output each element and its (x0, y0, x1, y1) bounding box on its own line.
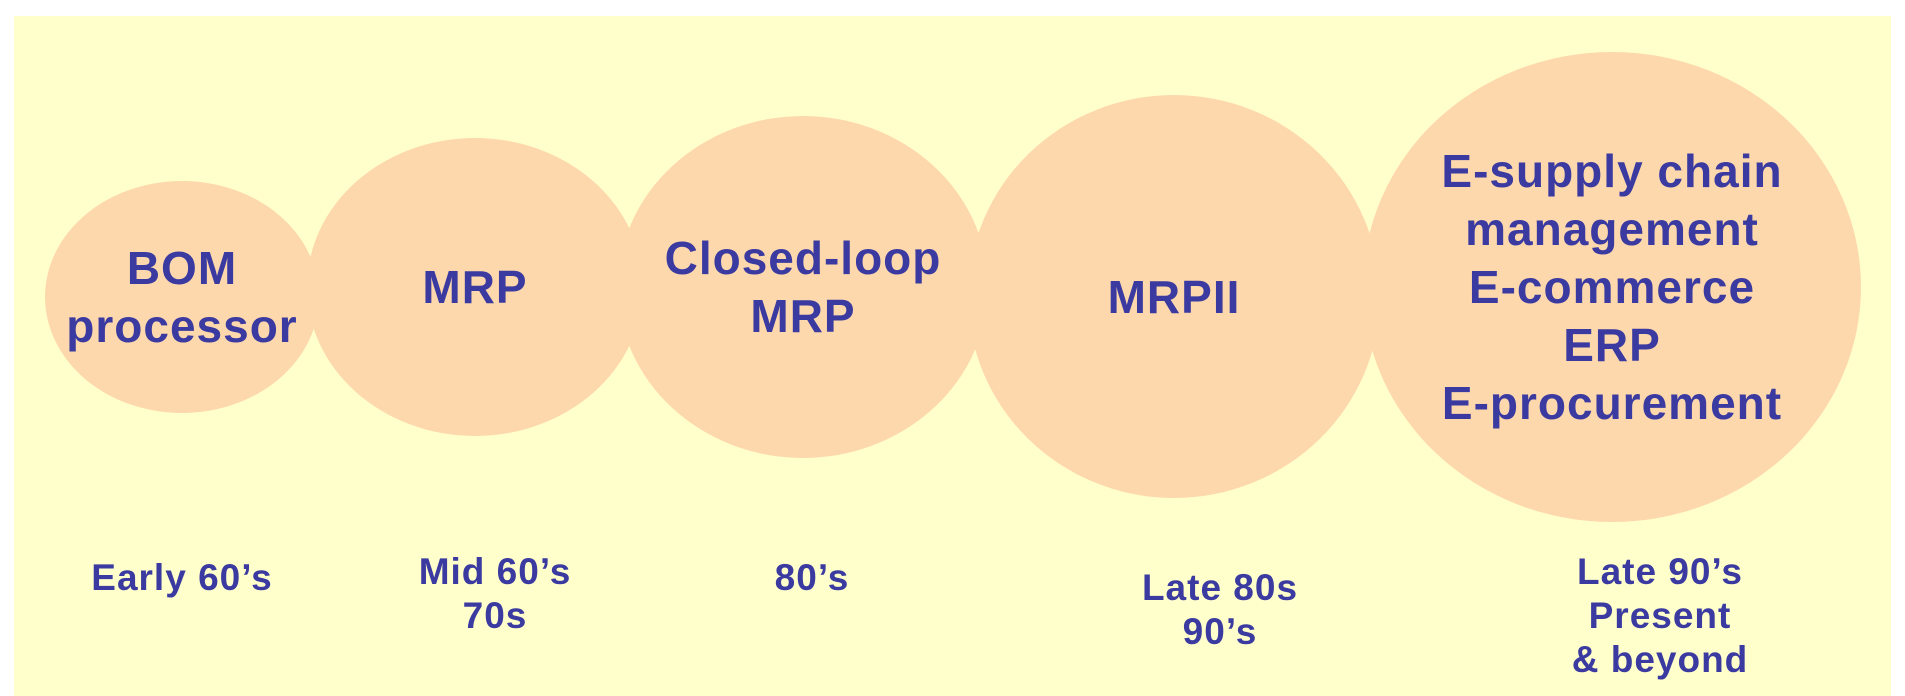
stage-label-bom: BOM processor (45, 181, 319, 413)
stage-label-mrp: MRP (307, 138, 643, 436)
stage-bubble-closed-loop-mrp (618, 116, 988, 458)
stage-label-line: ERP (1563, 319, 1661, 371)
stage-bubble-mrp (307, 138, 643, 436)
era-label-line: Early 60’s (91, 557, 273, 598)
era-label-early-60s: Early 60’s (42, 556, 322, 600)
stage-label-line: E-commerce (1468, 261, 1756, 313)
stage-label-line: E-supply chain (1441, 145, 1783, 197)
stage-bubble-mrpii (968, 95, 1380, 498)
era-label-line: Late 90’s (1577, 551, 1743, 592)
era-label-line: 90’s (1182, 611, 1258, 652)
stage-label-line: MRPII (1107, 270, 1241, 323)
era-label-line: Mid 60’s (418, 551, 572, 592)
era-label-late-90s-present: Late 90’s Present & beyond (1520, 550, 1800, 682)
stage-label-line: MRP (422, 261, 528, 313)
era-label-line: Late 80s (1141, 567, 1299, 608)
era-label-mid-60s-70s: Mid 60’s 70s (355, 550, 635, 638)
stage-label-line: management (1465, 203, 1759, 255)
stage-label-line: processor (66, 300, 298, 352)
era-label-80s: 80’s (672, 556, 952, 600)
era-label-line: 70s (462, 595, 528, 636)
stage-label-erp: E-supply chain management E-commerce ERP… (1363, 52, 1861, 522)
era-label-line: 80’s (774, 557, 850, 598)
era-label-late-80s-90s: Late 80s 90’s (1080, 566, 1360, 654)
stage-label-line: BOM (126, 242, 238, 294)
stage-label-closed-loop-mrp: Closed-loop MRP (618, 116, 988, 458)
stage-bubble-bom (45, 181, 319, 413)
era-label-line: Present (1588, 595, 1732, 636)
stage-label-line: Closed-loop (664, 232, 942, 284)
stage-label-line: MRP (750, 290, 856, 342)
era-label-line: & beyond (1571, 639, 1749, 680)
stage-label-line: E-procurement (1441, 377, 1783, 429)
stage-bubble-erp (1363, 52, 1861, 522)
stage-label-mrpii: MRPII (968, 95, 1380, 498)
